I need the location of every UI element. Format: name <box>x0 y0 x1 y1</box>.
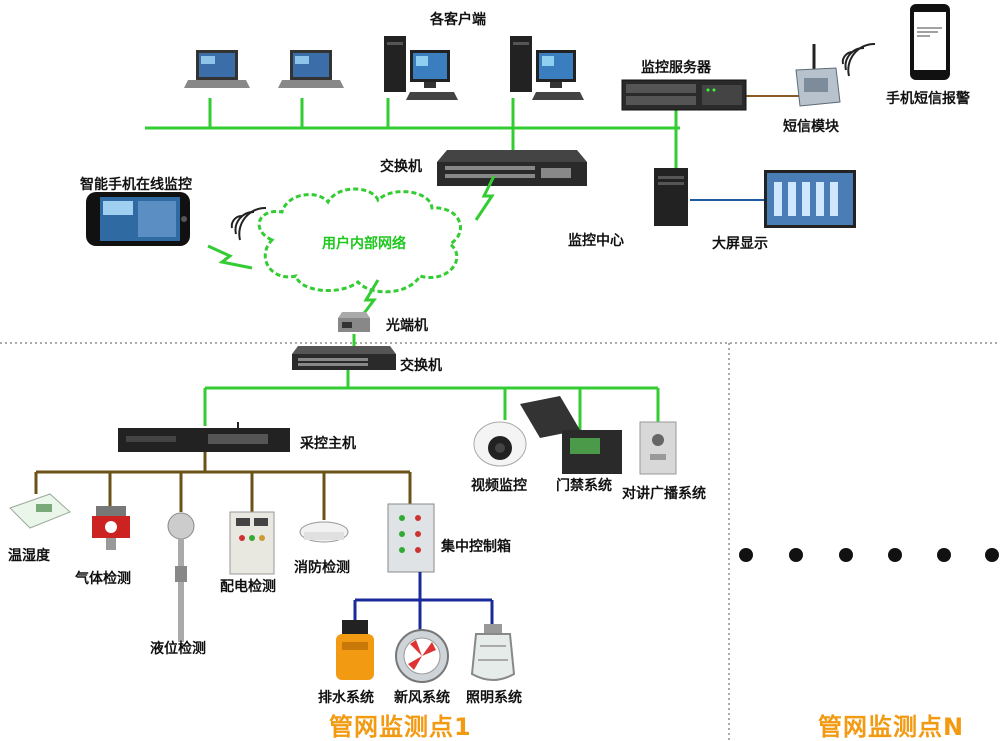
label-drain: 排水系统 <box>318 690 374 706</box>
label-control-center: 监控中心 <box>568 233 624 249</box>
monitor-pc-icon <box>654 168 688 226</box>
ventilation-fan-icon <box>395 629 449 683</box>
label-level: 液位检测 <box>150 641 206 657</box>
sms-modem-icon <box>795 44 841 107</box>
label-intercom: 对讲广播系统 <box>622 486 706 502</box>
backbone-lines <box>145 98 680 180</box>
optical-transceiver-icon <box>338 312 370 332</box>
dome-camera-icon <box>473 421 527 467</box>
label-host: 采控主机 <box>300 436 356 452</box>
wireless-waves-icon <box>841 42 876 77</box>
label-smartphone: 智能手机在线监控 <box>80 177 192 193</box>
label-fan: 新风系统 <box>394 690 450 706</box>
site-network-lines <box>203 370 660 430</box>
control-box-icon <box>387 503 435 573</box>
acquisition-host-icon <box>118 422 290 452</box>
label-temp: 温湿度 <box>8 548 50 564</box>
field-bus-lines <box>34 452 412 520</box>
drainage-pump-icon <box>336 620 374 680</box>
core-switch-icon <box>437 150 587 186</box>
label-monitor-server: 监控服务器 <box>641 60 711 76</box>
label-optical: 光端机 <box>386 318 428 334</box>
rack-server-icon <box>621 79 747 111</box>
label-control-box: 集中控制箱 <box>441 539 511 555</box>
wireless-link-optical-icon <box>360 279 380 317</box>
wireless-link-phone-icon <box>207 244 253 270</box>
laptop-icon-2 <box>278 50 344 88</box>
ellipsis-dots <box>739 548 999 562</box>
label-sms-alarm: 手机短信报警 <box>886 91 970 107</box>
big-screen-icon <box>764 170 856 228</box>
control-bus-lines <box>353 572 494 630</box>
temperature-humidity-sensor-icon <box>9 493 71 529</box>
label-big-screen: 大屏显示 <box>712 236 768 252</box>
level-sensor-icon <box>167 512 195 642</box>
mobile-phone-icon <box>910 4 950 80</box>
access-control-icon <box>520 396 622 474</box>
label-video: 视频监控 <box>471 478 527 494</box>
explosion-proof-light-icon <box>470 624 516 681</box>
intercom-icon <box>639 421 677 475</box>
gas-detector-icon <box>92 506 130 550</box>
power-cabinet-icon <box>229 511 275 575</box>
label-clients: 各客户端 <box>430 12 486 28</box>
smartphone-icon <box>86 192 190 246</box>
laptop-icon-1 <box>184 50 250 88</box>
smartphone-waves-icon <box>230 206 267 241</box>
label-site-n: 管网监测点N <box>818 713 965 741</box>
smoke-detector-icon <box>299 521 349 543</box>
label-network: 用户内部网络 <box>322 236 406 252</box>
label-light: 照明系统 <box>466 690 522 706</box>
label-site-1: 管网监测点1 <box>329 713 472 741</box>
label-gas: 气体检测 <box>75 571 131 587</box>
network-cloud-icon <box>257 187 462 294</box>
label-power: 配电检测 <box>220 579 276 595</box>
desktop-icon-2 <box>510 36 584 100</box>
local-switch-icon <box>292 346 396 370</box>
label-local-switch: 交换机 <box>400 358 442 374</box>
label-access: 门禁系统 <box>556 478 612 494</box>
label-core-switch: 交换机 <box>380 159 422 175</box>
desktop-icon-1 <box>384 36 458 100</box>
wireless-link-switch-icon <box>474 175 496 221</box>
label-sms-module: 短信模块 <box>783 119 839 135</box>
label-fire: 消防检测 <box>294 560 350 576</box>
